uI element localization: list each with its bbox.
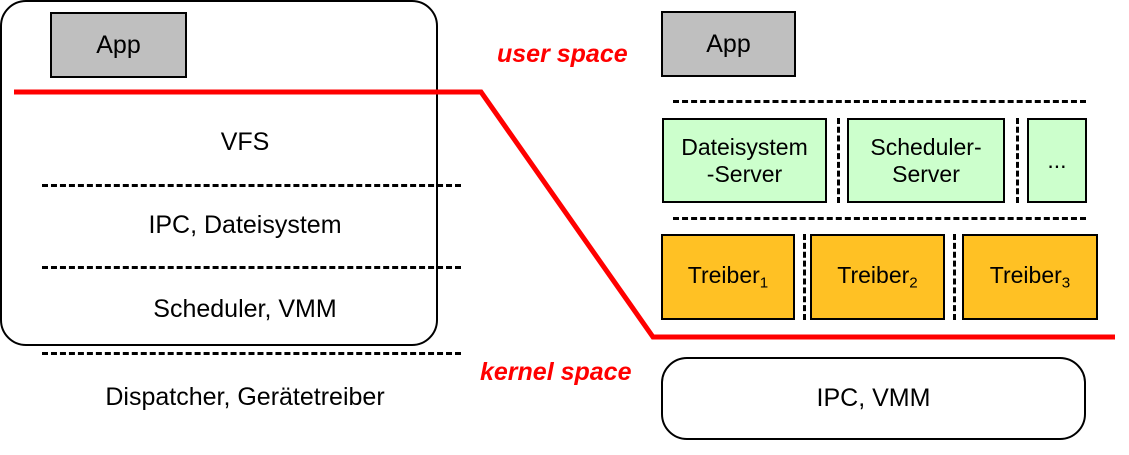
microkernel-server-band-bottom-divider [673,217,1086,220]
microkernel-driver-1-name: Treiber [687,262,760,289]
monolithic-layer-ipc-dateisystem-label: IPC, Dateisystem [148,210,342,239]
microkernel-server-box-scheduler: Scheduler- Server [847,118,1005,203]
microkernel-driver-1-index: 1 [759,274,769,292]
microkernel-driver-2-label: Treiber2 [837,262,917,292]
monolithic-layer-dispatcher-geraetetreiber: Dispatcher, Gerätetreiber [28,352,462,443]
microkernel-app-label: App [706,29,751,58]
monolithic-divider-3 [42,352,461,355]
microkernel-server-scheduler-label: Scheduler- Server [870,134,981,187]
microkernel-server-dateisystem-line2: -Server [706,160,783,187]
microkernel-driver-box-1: Treiber1 [661,234,795,320]
microkernel-driver-1-label: Treiber1 [688,262,768,292]
microkernel-driver-divider-2 [953,234,956,320]
microkernel-driver-3-name: Treiber [989,262,1062,289]
microkernel-app-box: App [661,11,796,77]
microkernel-driver-3-label: Treiber3 [990,262,1070,292]
monolithic-layer-vfs-label: VFS [220,128,270,156]
kernel-space-text: kernel space [480,358,632,386]
microkernel-server-divider-2 [1016,118,1019,203]
microkernel-driver-divider-1 [803,234,806,320]
microkernel-driver-3-index: 3 [1061,274,1071,292]
monolithic-layer-ipc-dateisystem: IPC, Dateisystem [28,184,462,266]
microkernel-server-dateisystem-line1: Dateisystem [681,133,808,160]
microkernel-driver-2-index: 2 [909,274,918,292]
microkernel-server-dateisystem-label: Dateisystem -Server [681,134,808,187]
microkernel-driver-2-name: Treiber [837,262,910,289]
user-space-text: user space [497,40,628,68]
monolithic-layer-vfs: VFS [28,101,462,184]
microkernel-driver-box-3: Treiber3 [962,234,1098,320]
monolithic-layer-scheduler-vmm-label: Scheduler, VMM [153,294,337,323]
microkernel-server-box-ellipsis: ... [1027,118,1087,203]
monolithic-app-label: App [96,30,141,59]
monolithic-layer-scheduler-vmm: Scheduler, VMM [28,266,462,352]
microkernel-core-label: IPC, VMM [816,384,931,412]
microkernel-server-box-dateisystem: Dateisystem -Server [662,118,827,203]
monolithic-app-box: App [50,12,187,78]
microkernel-driver-box-2: Treiber2 [810,234,945,320]
microkernel-server-ellipsis-label: ... [1047,147,1067,174]
kernel-space-label: kernel space [480,358,632,387]
microkernel-server-scheduler-line1: Scheduler- [870,133,982,160]
monolithic-layer-dispatcher-geraetetreiber-label: Dispatcher, Gerätetreiber [105,383,385,411]
microkernel-server-band-top-divider [673,100,1086,103]
microkernel-server-scheduler-line2: Server [892,160,960,187]
microkernel-server-divider-1 [837,118,840,203]
microkernel-core-box: IPC, VMM [661,357,1086,440]
user-space-label: user space [497,40,628,69]
